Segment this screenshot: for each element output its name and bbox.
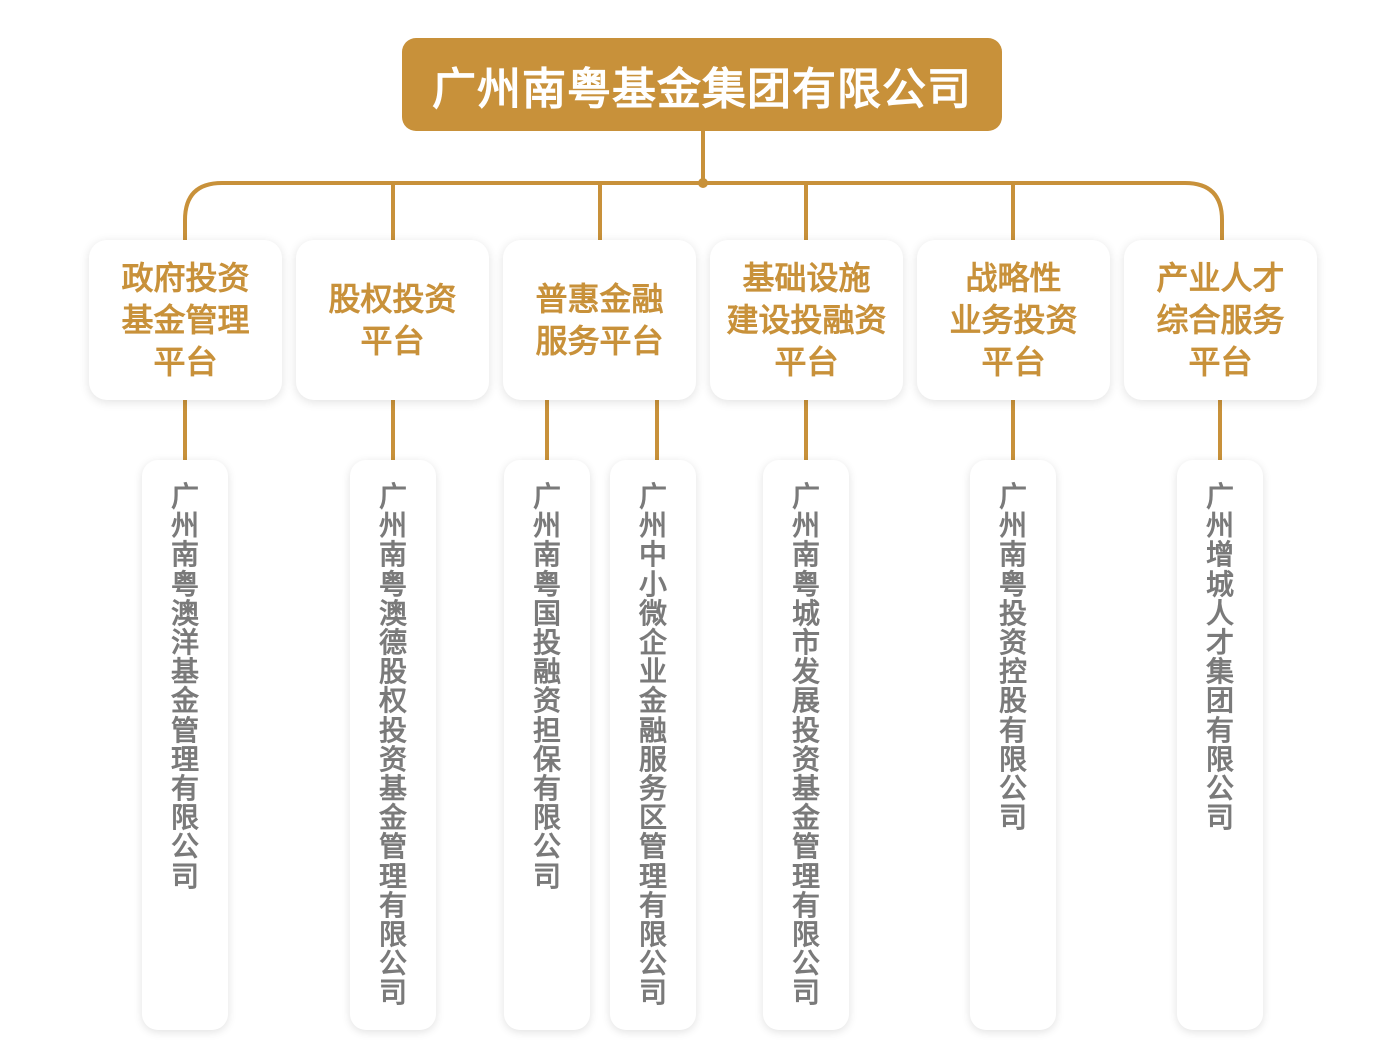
- branch-right-curve: [1184, 181, 1224, 240]
- company-node-1: 广州南粤澳洋基金管理有限公司: [142, 460, 228, 1030]
- company-node-4: 广州南粤城市发展投资基金管理有限公司: [763, 460, 849, 1030]
- company-label: 广州中小微企业金融服务区管理有限公司: [638, 480, 667, 1010]
- company-node-3b: 广州中小微企业金融服务区管理有限公司: [610, 460, 696, 1030]
- platform-label: 产业人才 综合服务 平台: [1156, 259, 1285, 381]
- platform-label: 基础设施 建设投融资 平台: [726, 259, 887, 381]
- platform-node-2: 股权投资 平台: [296, 240, 489, 400]
- platform-node-1: 政府投资 基金管理 平台: [89, 240, 282, 400]
- company-node-5: 广州南粤投资控股有限公司: [970, 460, 1056, 1030]
- root-node: 广州南粤基金集团有限公司: [402, 38, 1002, 131]
- platform-label: 股权投资 平台: [328, 280, 457, 360]
- company-node-6: 广州增城人才集团有限公司: [1177, 460, 1263, 1030]
- company-node-2: 广州南粤澳德股权投资基金管理有限公司: [350, 460, 436, 1030]
- company-label: 广州南粤投资控股有限公司: [998, 480, 1027, 835]
- platform-node-5: 战略性 业务投资 平台: [917, 240, 1110, 400]
- company-label: 广州南粤国投融资担保有限公司: [532, 480, 561, 893]
- branch-left-curve: [183, 181, 223, 240]
- root-title: 广州南粤基金集团有限公司: [432, 63, 972, 115]
- platform-label: 战略性 业务投资 平台: [949, 259, 1078, 381]
- company-label: 广州增城人才集团有限公司: [1205, 480, 1234, 835]
- platform-node-4: 基础设施 建设投融资 平台: [710, 240, 903, 400]
- platform-label: 普惠金融 服务平台: [535, 280, 664, 360]
- platform-node-6: 产业人才 综合服务 平台: [1124, 240, 1317, 400]
- company-label: 广州南粤澳德股权投资基金管理有限公司: [378, 480, 407, 1010]
- platform-label: 政府投资 基金管理 平台: [121, 259, 250, 381]
- company-node-3a: 广州南粤国投融资担保有限公司: [504, 460, 590, 1030]
- company-label: 广州南粤城市发展投资基金管理有限公司: [791, 480, 820, 1010]
- company-label: 广州南粤澳洋基金管理有限公司: [170, 480, 199, 893]
- junction-dot: [698, 178, 708, 188]
- platform-node-3: 普惠金融 服务平台: [503, 240, 696, 400]
